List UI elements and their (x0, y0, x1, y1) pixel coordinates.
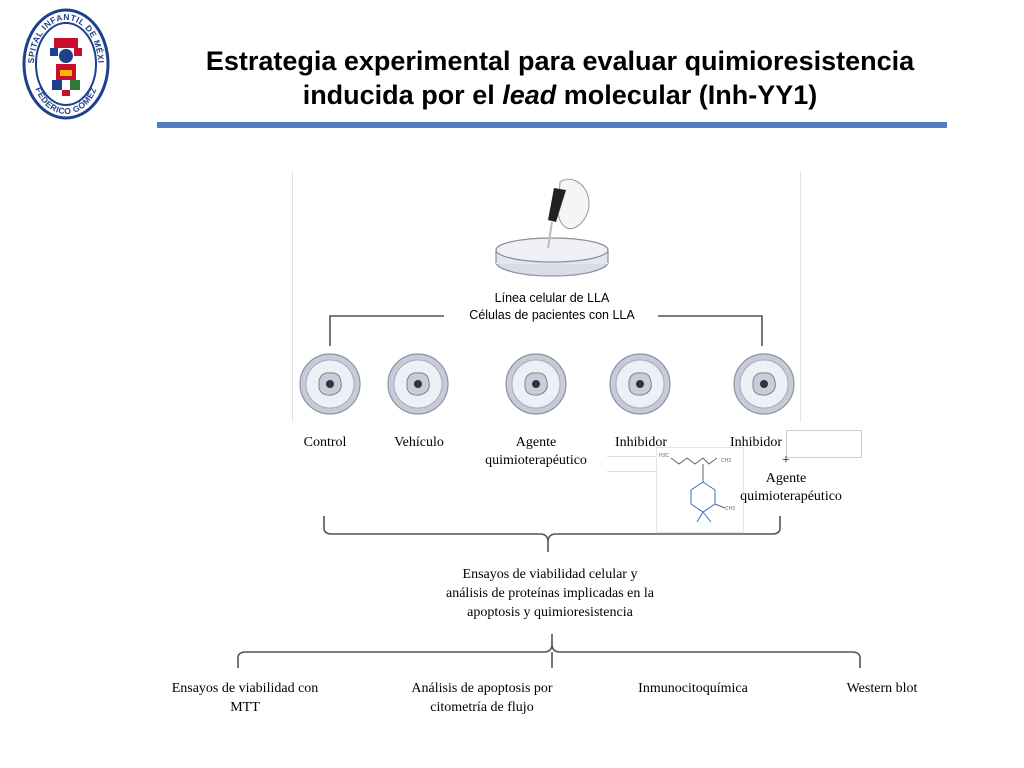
assay-brace (237, 634, 861, 668)
molecule-drawing: H3C CH3 CH3 (659, 453, 735, 523)
culture-well-combo-icon (733, 353, 795, 415)
source-line-cell-line: Línea celular de LLA (494, 291, 610, 305)
title-line2-emphasis: lead (502, 80, 557, 110)
molecule-structure: H3C CH3 CH3 (656, 447, 744, 533)
assay-mtt-line2: MTT (230, 700, 260, 715)
hospital-logo: HOSPITAL INFANTIL DE MÉXICO FEDERICO GÓM… (22, 8, 110, 120)
molecule-label-a: H3C (659, 453, 669, 459)
molecule-inset-frame (786, 430, 862, 458)
logo-figure-icon (50, 38, 82, 96)
assay-western-blot: Western blot (846, 681, 918, 696)
assay-summary-line2: análisis de proteínas implicadas en la (446, 586, 654, 601)
assay-mtt-line1: Ensayos de viabilidad con (171, 681, 319, 696)
molecule-label-b: CH3 (721, 458, 731, 464)
assay-summary-line3: apoptosis y quimioresistencia (467, 605, 633, 620)
culture-well-vehicle-icon (387, 353, 449, 415)
culture-well-control-icon (299, 353, 361, 415)
assay-summary-line1: Ensayos de viabilidad celular y (462, 567, 638, 582)
culture-well-inhibitor-icon (609, 353, 671, 415)
panel-right-edge (800, 172, 801, 422)
molecule-label-c: CH3 (725, 506, 735, 512)
assay-flow-line1: Análisis de apoptosis por (411, 681, 553, 696)
molecule-strip (607, 456, 660, 472)
title-underline-bar (157, 122, 947, 128)
group-label-combo-line1: Inhibidor (729, 435, 783, 450)
petri-dish-icon (495, 237, 609, 277)
group-brace (323, 516, 781, 552)
dropper-hand-icon (547, 178, 590, 249)
assay-flow-line2: citometría de flujo (430, 700, 534, 715)
panel-left-edge (292, 172, 293, 422)
group-label-combo-line3: Agente (765, 471, 807, 486)
culture-well-chemo-icon (505, 353, 567, 415)
slide-title: Estrategia experimental para evaluar qui… (150, 44, 970, 112)
slide-title-line1: Estrategia experimental para evaluar qui… (205, 46, 915, 76)
group-label-chemo-line2: quimioterapéutico (485, 453, 587, 468)
group-label-combo-line4: quimioterapéutico (740, 489, 842, 504)
title-line2-suffix: molecular (Inh-YY1) (556, 80, 818, 110)
group-label-control: Control (303, 435, 347, 450)
slide-title-line2: inducida por el lead molecular (Inh-YY1) (150, 78, 970, 112)
group-label-inhibitor: Inhibidor (614, 435, 668, 450)
source-line-patient-cells: Células de pacientes con LLA (469, 308, 635, 322)
group-label-chemo-line1: Agente (515, 435, 557, 450)
assay-icc: Inmunocitoquímica (638, 681, 748, 696)
group-label-vehicle: Vehículo (394, 435, 444, 450)
group-label-combo-line2: + (782, 453, 790, 468)
title-line2-prefix: inducida por el (302, 80, 503, 110)
